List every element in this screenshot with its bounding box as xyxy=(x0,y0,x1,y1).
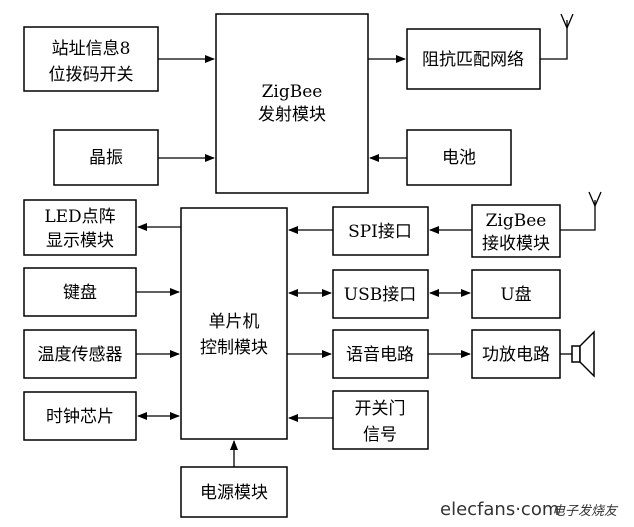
door-block: 开关门 信号 xyxy=(332,390,429,450)
power-label: 电源模块 xyxy=(200,483,268,503)
zigbee-rx-line2: 接收模块 xyxy=(482,234,550,254)
door-line2: 信号 xyxy=(363,425,397,445)
mcu-line1: 单片机 xyxy=(209,312,260,332)
zigbee-tx-line1: ZigBee xyxy=(262,82,323,102)
voice-block: 语音电路 xyxy=(332,329,429,379)
led-block: LED点阵 显示模块 xyxy=(23,199,137,256)
spi-block: SPI接口 xyxy=(332,206,429,256)
amp-label: 功放电路 xyxy=(482,345,550,365)
udisk-label: U盘 xyxy=(500,285,531,305)
station-switch-line1: 站址信息8 xyxy=(52,39,131,59)
udisk-block: U盘 xyxy=(471,269,561,319)
impedance-block: 阻抗匹配网络 xyxy=(406,28,541,90)
temp-sensor-block: 温度传感器 xyxy=(23,329,137,379)
impedance-label: 阻抗匹配网络 xyxy=(422,50,524,70)
mcu-block: 单片机 控制模块 xyxy=(180,207,288,440)
voice-label: 语音电路 xyxy=(346,345,414,365)
usb-label: USB接口 xyxy=(344,285,416,305)
clock-label: 时钟芯片 xyxy=(46,407,114,427)
zigbee-tx-line2: 发射模块 xyxy=(258,105,326,125)
antenna-rx-icon xyxy=(560,191,602,231)
temp-sensor-label: 温度传感器 xyxy=(38,345,123,365)
zigbee-tx-block: ZigBee 发射模块 xyxy=(215,13,369,194)
watermark: elecfans·com 电子发烧友 xyxy=(440,499,619,520)
speaker-icon xyxy=(560,330,595,378)
usb-block: USB接口 xyxy=(332,269,429,319)
mcu-line2: 控制模块 xyxy=(200,338,268,358)
watermark-logo: elecfans·com xyxy=(440,499,559,520)
led-line1: LED点阵 xyxy=(44,207,115,227)
led-line2: 显示模块 xyxy=(46,231,114,251)
keyboard-block: 键盘 xyxy=(23,267,137,317)
station-switch-block: 站址信息8 位拨码开关 xyxy=(23,26,159,92)
door-line1: 开关门 xyxy=(355,399,406,419)
crystal-block: 晶振 xyxy=(53,129,159,186)
zigbee-rx-line1: ZigBee xyxy=(486,211,547,231)
amp-block: 功放电路 xyxy=(471,329,561,379)
power-block: 电源模块 xyxy=(180,466,288,518)
zigbee-rx-block: ZigBee 接收模块 xyxy=(471,204,561,258)
spi-label: SPI接口 xyxy=(348,222,412,242)
crystal-label: 晶振 xyxy=(89,148,123,168)
battery-block: 电池 xyxy=(406,129,512,186)
watermark-cn: 电子发烧友 xyxy=(552,504,619,519)
station-switch-line2: 位拨码开关 xyxy=(49,65,134,85)
battery-label: 电池 xyxy=(442,148,476,168)
clock-block: 时钟芯片 xyxy=(23,391,137,441)
antenna-tx-icon xyxy=(540,13,574,60)
keyboard-label: 键盘 xyxy=(63,283,97,303)
